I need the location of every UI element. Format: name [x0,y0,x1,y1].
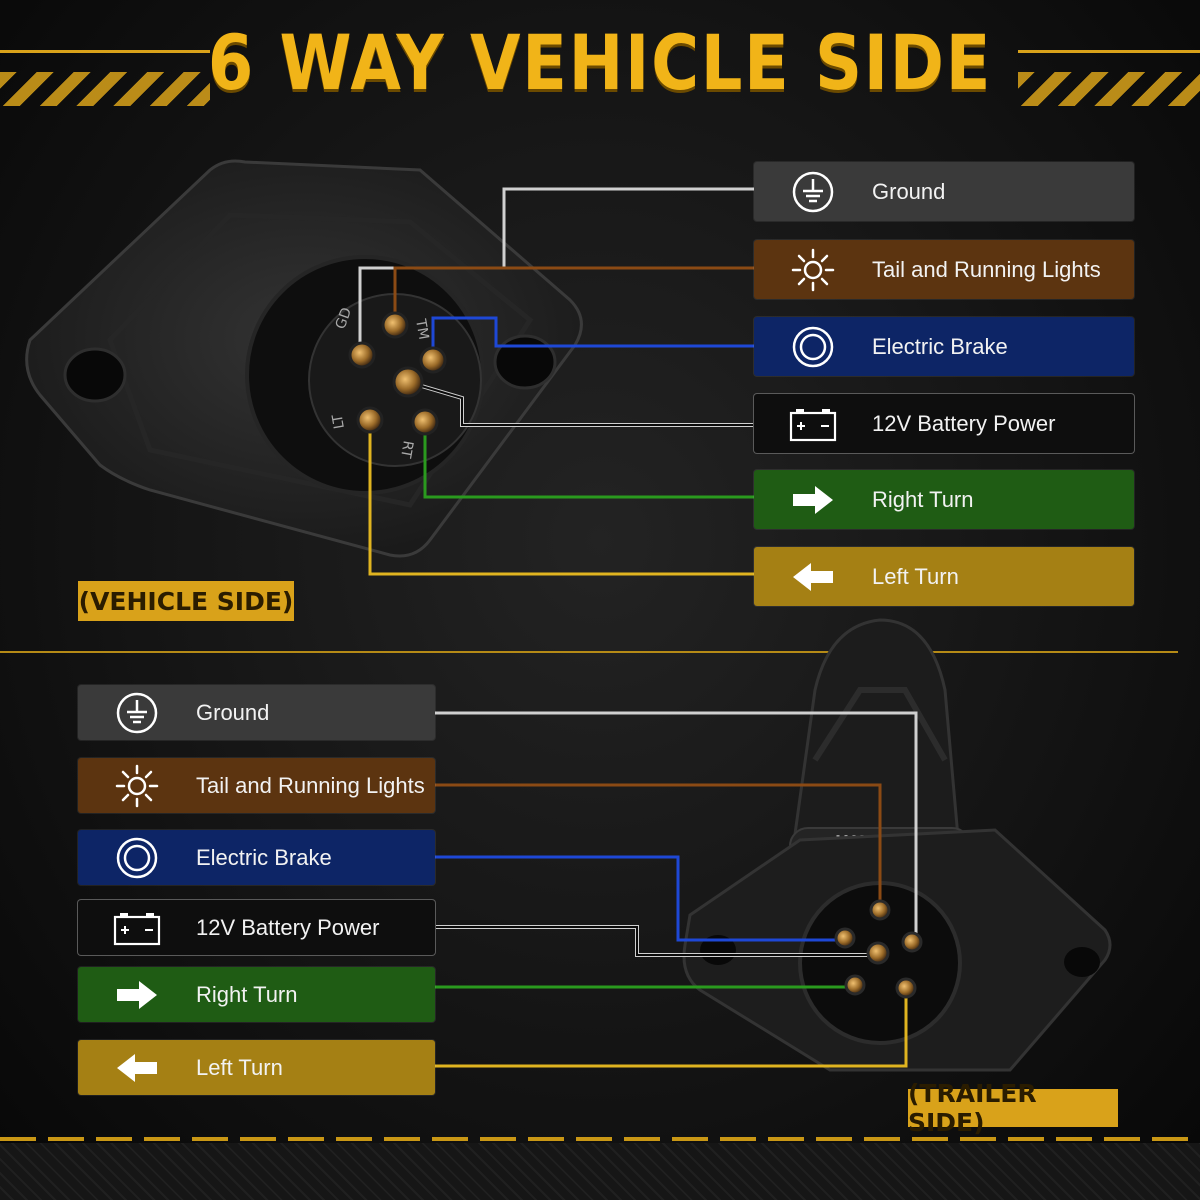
wire-brake [435,855,845,942]
wire-battery-core [435,926,878,956]
trailer-legend-right: Right Turn [78,967,435,1022]
vehicle-wires [358,187,754,576]
pin-tail [869,899,891,921]
trailer-wires [435,711,918,1068]
legend-label: Electric Brake [196,844,332,870]
battery-icon [78,909,196,947]
mount-hole-left [63,347,127,403]
pin-battery [866,941,890,965]
section-divider [0,651,1178,653]
wire-left [435,988,908,1068]
trailer-legend-battery: 12V Battery Power [78,900,435,955]
wire-right [423,422,754,499]
legend-label: 12V Battery Power [872,410,1056,436]
legend-label: Right Turn [196,981,298,1007]
vehicle-legend-brake: Electric Brake [754,317,1134,376]
trailer-legend-ground: Ground [78,685,435,740]
vehicle-pins [348,311,447,436]
pin-ground [348,341,376,369]
mount-hole-right [493,334,557,390]
pin-mark-rt: RT [397,439,416,459]
pin-mark-gd: GD [333,306,355,332]
legend-label: Electric Brake [872,333,1008,359]
pin-left [356,406,384,434]
pin-tail [381,311,409,339]
mount-hole-left [700,935,736,965]
pin-left [895,977,917,999]
hazard-stripes-left [0,50,210,106]
legend-label: 12V Battery Power [196,914,380,940]
vehicle-legend-right: Right Turn [754,470,1134,529]
arrow-left-icon [78,1053,196,1083]
ground-icon [754,170,872,214]
pin-right [844,974,866,996]
vehicle-legend-tail: Tail and Running Lights [754,240,1134,299]
trailer-legend-brake: Electric Brake [78,830,435,885]
trailer-legend-tail: Tail and Running Lights [78,758,435,813]
wire-tail [393,266,754,325]
pin-mark-tm: TM [412,317,432,341]
pin-battery [392,366,424,398]
hazard-stripes-right [1018,50,1200,106]
legend-label: Left Turn [872,563,959,589]
battery-icon [754,405,872,443]
trailer-side-tag: (TRAILER SIDE) [908,1079,1118,1137]
mount-hole-right [1064,947,1100,977]
wire-ground [435,711,918,942]
arrow-left-icon [754,562,872,592]
trailer-legend-left: Left Turn [78,1040,435,1095]
ground-icon [78,691,196,735]
arrow-right-icon [78,980,196,1010]
sun-icon [754,247,872,293]
wire-brake [431,316,754,360]
vehicle-legend-battery: 12V Battery Power [754,394,1134,453]
pin-right [411,408,439,436]
vehicle-legend-left: Left Turn [754,547,1134,606]
bottom-rule [0,1137,1200,1141]
pin-ground [901,931,923,953]
arrow-right-icon [754,485,872,515]
legend-label: Tail and Running Lights [196,772,425,798]
page-title: 6 WAY VEHICLE SIDE [207,18,993,107]
trailer-pins [834,899,923,999]
diamond-plate-footer [0,1143,1200,1200]
legend-label: Tail and Running Lights [872,256,1101,282]
vehicle-connector-illustration: TM GD LT RT [25,159,754,576]
vehicle-side-tag: (VEHICLE SIDE) [78,581,294,621]
legend-label: Ground [196,699,270,725]
ring-icon [78,836,196,880]
legend-label: Left Turn [196,1054,283,1080]
pin-brake [834,927,856,949]
legend-label: Right Turn [872,486,974,512]
vehicle-legend-ground: Ground [754,162,1134,221]
sun-icon [78,763,196,809]
wire-battery-core [407,381,754,426]
pin-mark-lt: LT [330,413,348,430]
pin-brake [419,346,447,374]
wire-tail [435,783,882,910]
wire-left [368,420,754,576]
legend-label: Ground [872,178,946,204]
ring-icon [754,325,872,369]
